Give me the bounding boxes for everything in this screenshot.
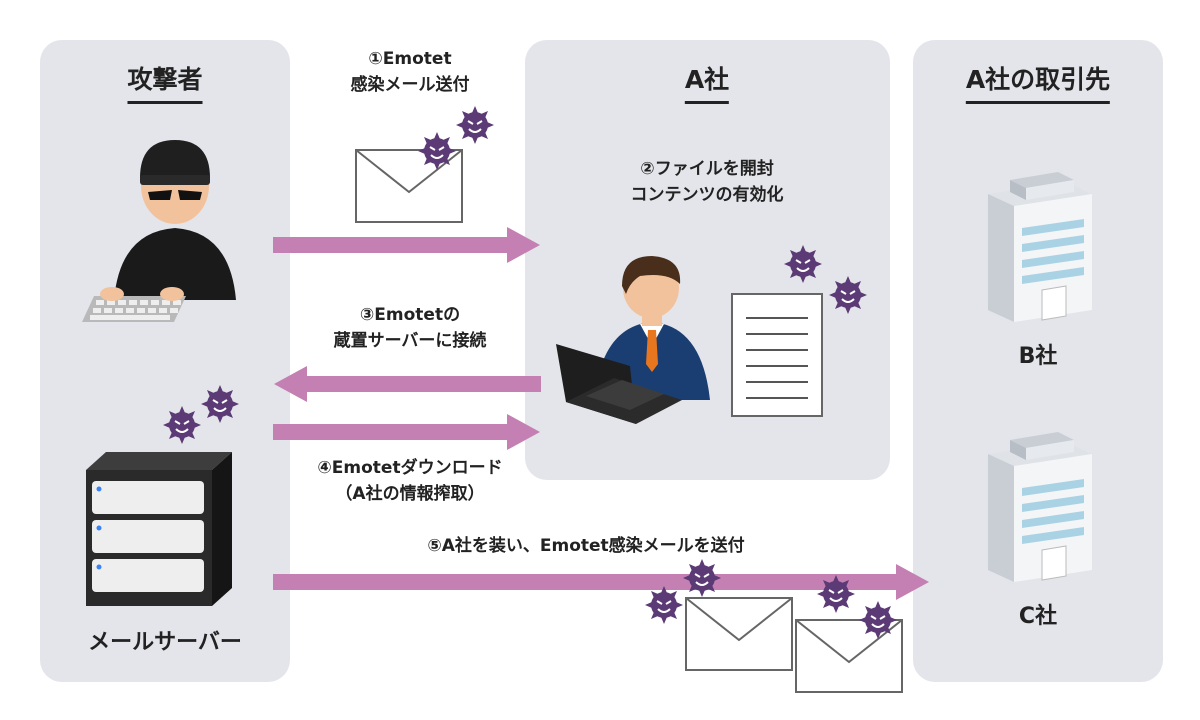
mail-server-icon: [86, 452, 232, 606]
company-b-label: B社: [1018, 344, 1058, 369]
company-c-label: C社: [1018, 604, 1058, 629]
step2-line2: コンテンツの有効化: [630, 185, 784, 205]
arrow-step3: [274, 366, 541, 402]
step1-line1: ①Emotet: [368, 49, 452, 69]
virus-icon: [162, 405, 202, 445]
step3-line2: 蔵置サーバーに接続: [333, 331, 487, 351]
virus-icon: [783, 244, 823, 284]
building-b-icon: [987, 171, 1093, 323]
step4-line2: （A社の情報搾取）: [335, 484, 485, 504]
step1-line2: 感染メール送付: [350, 75, 470, 95]
step2-line1: ②ファイルを開封: [640, 159, 774, 179]
building-c-icon: [987, 431, 1093, 583]
mail-server-label: メールサーバー: [88, 630, 242, 655]
step3-line1: ③Emotetの: [359, 305, 461, 325]
arrow-step4: [273, 414, 540, 450]
arrow-step5: [273, 564, 929, 600]
step3-label: ③Emotetの 蔵置サーバーに接続: [334, 302, 487, 354]
step2-label: ②ファイルを開封 コンテンツの有効化: [631, 156, 784, 208]
step5-label: ⑤A社を装い、Emotet感染メールを送付: [427, 533, 744, 559]
step5-line1: ⑤A社を装い、Emotet感染メールを送付: [427, 536, 745, 556]
step4-label: ④Emotetダウンロード （A社の情報搾取）: [317, 455, 502, 507]
office-worker-icon: [556, 256, 710, 424]
virus-icon: [682, 558, 722, 598]
step4-line1: ④Emotetダウンロード: [317, 458, 503, 478]
virus-icon: [455, 105, 495, 145]
virus-icon: [828, 275, 868, 315]
arrow-step1: [273, 227, 540, 263]
document-icon: [731, 293, 823, 417]
virus-icon: [644, 585, 684, 625]
virus-icon: [200, 384, 240, 424]
company-a-title: A社: [684, 60, 730, 104]
attacker-title: 攻撃者: [127, 60, 203, 104]
partners-title: A社の取引先: [965, 60, 1111, 104]
hacker-icon: [82, 140, 236, 322]
infected-email-icon: [685, 597, 793, 671]
step1-label: ①Emotet 感染メール送付: [351, 46, 470, 98]
